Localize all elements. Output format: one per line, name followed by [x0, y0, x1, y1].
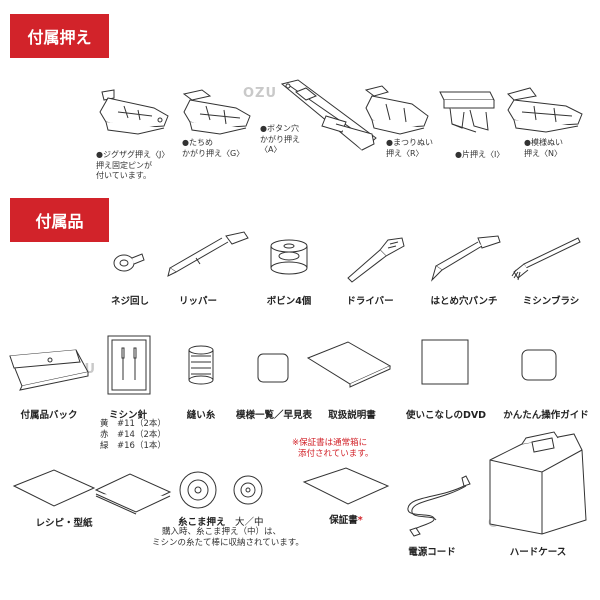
- pattern-chart-label: 模様一覧／早見表: [235, 410, 312, 421]
- power-cord-label: 電源コード: [408, 547, 456, 558]
- brush-label: ミシンブラシ: [522, 296, 580, 307]
- seam-ripper-label: リッパー: [178, 296, 217, 307]
- warranty-note: ※保証書は通常箱に添付されています。: [292, 438, 374, 459]
- manual-label: 取扱説明書: [328, 410, 376, 421]
- dvd-icon: [420, 338, 470, 386]
- screwdriver-label: ドライバー: [346, 296, 394, 307]
- needle-spec-list: 黄 #11（2本） 赤 #14（2本） 緑 #16（1本）: [100, 419, 166, 451]
- screwdriver-disc-label: ネジ回し: [110, 296, 149, 307]
- bobbin-icon: [266, 238, 312, 280]
- screwdriver-disc-icon: [112, 250, 146, 274]
- recipe-label: レシピ・型紙: [35, 518, 93, 529]
- spool-cap-label: 糸こま押え 大／中: [178, 517, 264, 528]
- manual-icon: [304, 340, 394, 388]
- eyelet-punch-icon: [428, 236, 502, 284]
- seam-ripper-icon: [166, 232, 250, 280]
- recipe-sheets-icon: [10, 466, 170, 512]
- spool-cap-medium-icon: [232, 474, 264, 506]
- bobbins-label: ボビン4個: [266, 296, 312, 307]
- hard-case-icon: [482, 420, 590, 538]
- quick-guide-icon: [520, 348, 558, 382]
- buttonhole-foot-icon: [276, 78, 386, 156]
- screwdriver-icon: [344, 236, 406, 284]
- watermark: OZU: [243, 86, 278, 101]
- accessory-bag-label: 付属品バック: [20, 410, 78, 421]
- satin-foot-icon: [506, 86, 586, 134]
- dvd-label: 使いこなしのDVD: [405, 410, 487, 421]
- power-cord-icon: [400, 472, 474, 538]
- buttonhole-foot-caption: ●ボタン穴かがり押え〈A〉: [260, 124, 300, 154]
- brush-icon: [510, 236, 584, 282]
- zigzag-foot-caption: ●ジグザグ押え〈J〉押え固定ピンが付いています。: [96, 150, 170, 180]
- needles-icon: [106, 334, 152, 396]
- zigzag-foot-icon: [94, 86, 174, 136]
- pattern-chart-icon: [256, 352, 290, 384]
- presser-feet-section-badge: 付属押え: [10, 14, 109, 58]
- eyelet-punch-label: はとめ穴パンチ: [430, 296, 498, 307]
- blind-hem-foot-caption: ●たちめかがり押え〈G〉: [182, 138, 245, 158]
- rolled-hem-foot-icon: [364, 84, 434, 136]
- blind-hem-foot-icon: [180, 88, 256, 136]
- thread-spool-icon: [186, 344, 216, 386]
- warranty-label: 保証書*: [329, 515, 363, 526]
- quick-guide-label: かんたん操作ガイド: [503, 410, 589, 421]
- zipper-foot-caption: ●片押え〈I〉: [455, 150, 505, 159]
- satin-foot-caption: ●模様ぬい押え〈N〉: [524, 138, 563, 158]
- accessories-section-badge: 付属品: [10, 198, 109, 242]
- spool-cap-large-icon: [178, 470, 218, 510]
- hard-case-label: ハードケース: [509, 547, 567, 558]
- thread-label: 縫い糸: [186, 410, 216, 421]
- spool-cap-note: 購入時、糸こま押え（中）は、 ミシンの糸たて棒に収納されています。: [152, 527, 304, 548]
- accessory-bag-icon: [6, 346, 90, 392]
- zipper-foot-icon: [436, 88, 498, 140]
- needles-label: ミシン針: [108, 410, 147, 421]
- warranty-card-icon: [300, 466, 392, 508]
- rolled-hem-foot-caption: ●まつりぬい押え〈R〉: [386, 138, 433, 158]
